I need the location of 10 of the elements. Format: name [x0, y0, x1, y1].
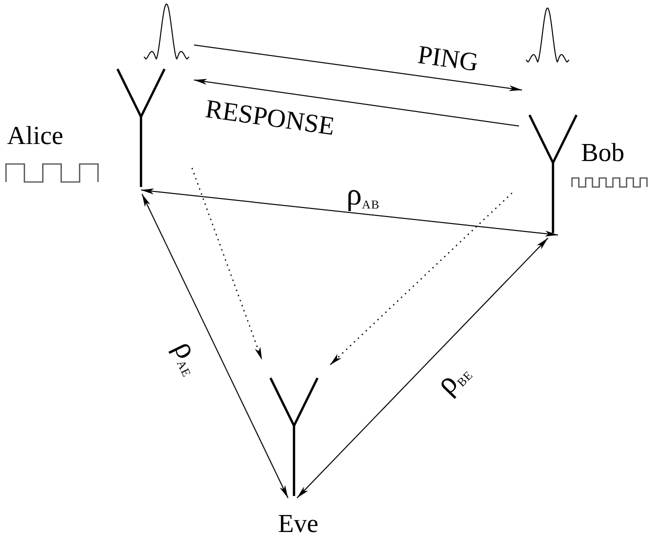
arrow — [194, 78, 520, 126]
name-label: Alice — [7, 123, 64, 149]
dotted-arrow — [191, 168, 263, 360]
arrow — [194, 44, 522, 92]
double-headed-arrow — [142, 194, 288, 498]
name-label: Eve — [278, 511, 318, 537]
name-label: Bob — [581, 140, 624, 166]
dotted-arrow — [330, 192, 512, 366]
double-headed-arrow — [296, 238, 548, 498]
double-headed-arrow — [140, 188, 558, 237]
